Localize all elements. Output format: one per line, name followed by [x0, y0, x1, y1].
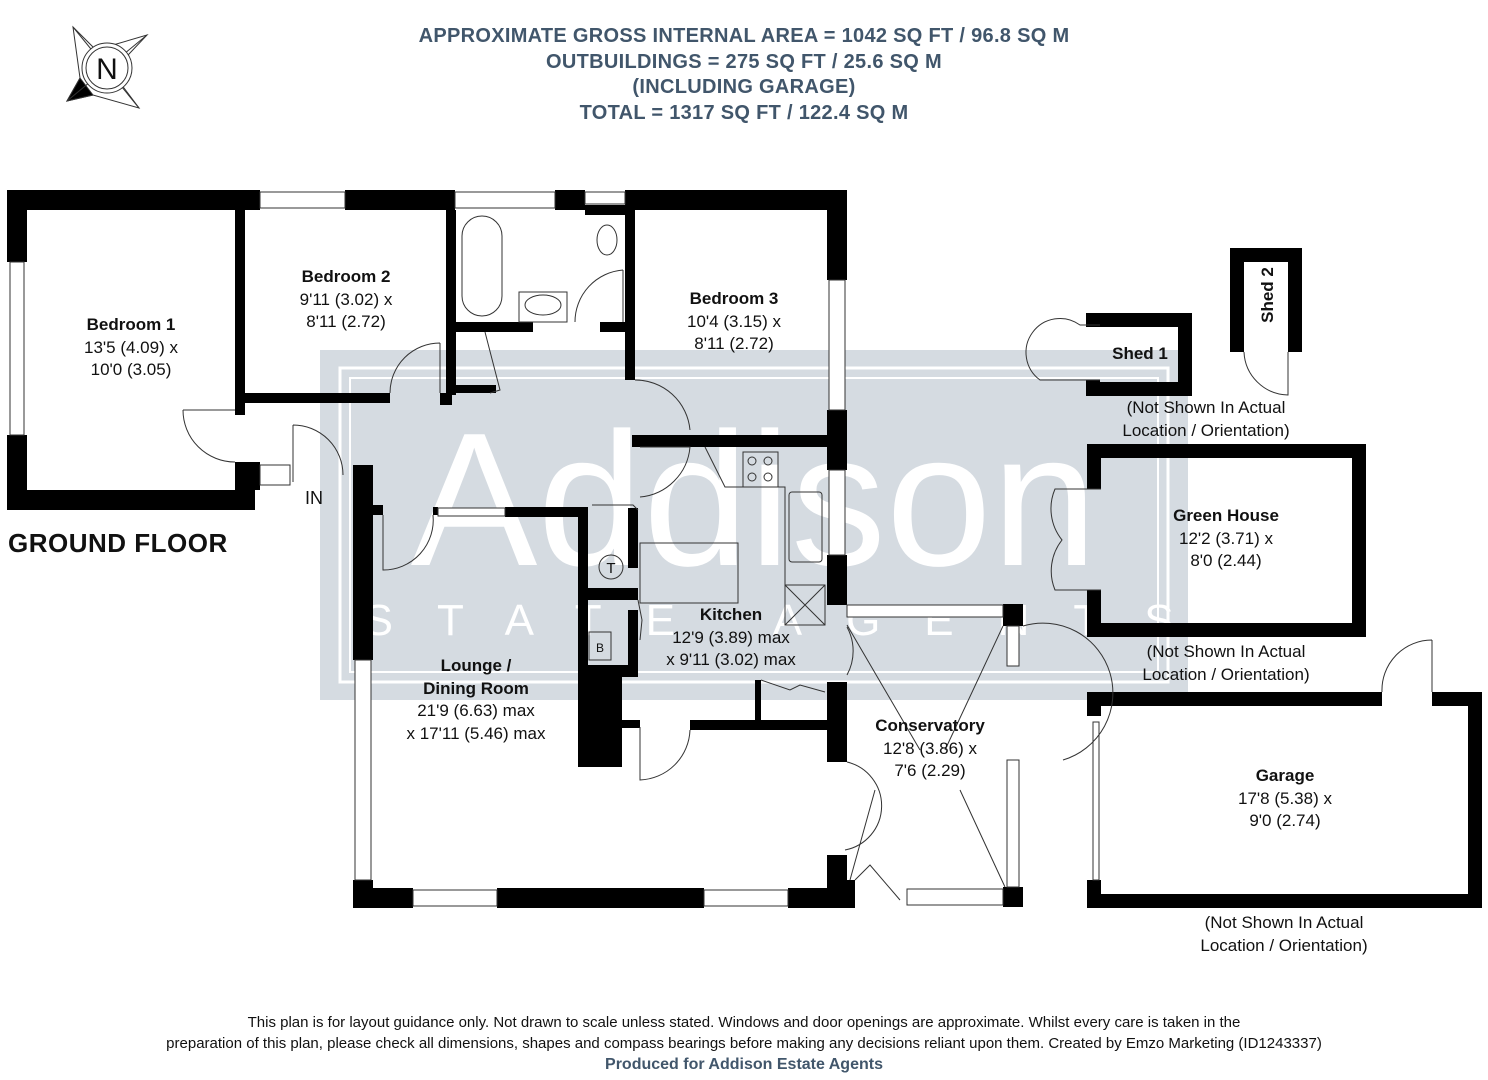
svg-text:Addison: Addison	[411, 394, 1098, 606]
including-garage-note: (INCLUDING GARAGE)	[632, 76, 856, 98]
room-conservatory: Conservatory 12'8 (3.86) x 7'6 (2.29)	[875, 716, 985, 780]
sheds-location-note: (Not Shown In Actual Location / Orientat…	[1122, 398, 1290, 440]
entrance-label: IN	[305, 488, 323, 508]
area-summary: APPROXIMATE GROSS INTERNAL AREA = 1042 S…	[0, 24, 1488, 126]
tank-label: T	[606, 560, 615, 577]
walls	[7, 190, 1482, 908]
compass-north-label: N	[96, 53, 118, 86]
disclaimer-footer: This plan is for layout guidance only. N…	[0, 1012, 1488, 1075]
greenhouse-location-note: (Not Shown In Actual Location / Orientat…	[1142, 642, 1310, 684]
room-kitchen: Kitchen 12'9 (3.89) max x 9'11 (3.02) ma…	[666, 605, 796, 669]
outbuilding-garage: Garage 17'8 (5.38) x 9'0 (2.74)	[1238, 766, 1332, 830]
total-area: TOTAL = 1317 SQ FT / 122.4 SQ M	[579, 101, 909, 124]
svg-text:ESTATE AGENTS: ESTATE AGENTS	[290, 596, 1217, 645]
watermark: Addison ESTATE AGENTS	[290, 350, 1217, 700]
compass-icon	[66, 25, 149, 109]
produced-for-credit: Produced for Addison Estate Agents	[605, 1056, 883, 1073]
outbuilding-shed-1: Shed 1	[1112, 344, 1168, 363]
doors-fixtures	[182, 215, 1433, 901]
outbuildings-area: OUTBUILDINGS = 275 SQ FT / 25.6 SQ M	[546, 50, 942, 73]
windows	[9, 191, 1100, 907]
boiler-label: B	[596, 641, 604, 655]
gross-internal-area: APPROXIMATE GROSS INTERNAL AREA = 1042 S…	[418, 25, 1070, 47]
room-lounge-dining: Lounge / Dining Room 21'9 (6.63) max x 1…	[406, 656, 546, 743]
disclaimer-line-1: This plan is for layout guidance only. N…	[247, 1014, 1241, 1031]
disclaimer-line-2: preparation of this plan, please check a…	[166, 1035, 1322, 1052]
room-bedroom-3: Bedroom 3 10'4 (3.15) x 8'11 (2.72)	[687, 289, 781, 353]
room-bedroom-1: Bedroom 1 13'5 (4.09) x 10'0 (3.05)	[84, 315, 178, 379]
room-bedroom-2: Bedroom 2 9'11 (3.02) x 8'11 (2.72)	[299, 267, 393, 331]
garage-location-note: (Not Shown In Actual Location / Orientat…	[1200, 913, 1368, 955]
outbuilding-green-house: Green House 12'2 (3.71) x 8'0 (2.44)	[1173, 506, 1279, 570]
outbuilding-shed-2: Shed 2	[1258, 267, 1277, 323]
floor-label: GROUND FLOOR	[8, 528, 228, 558]
